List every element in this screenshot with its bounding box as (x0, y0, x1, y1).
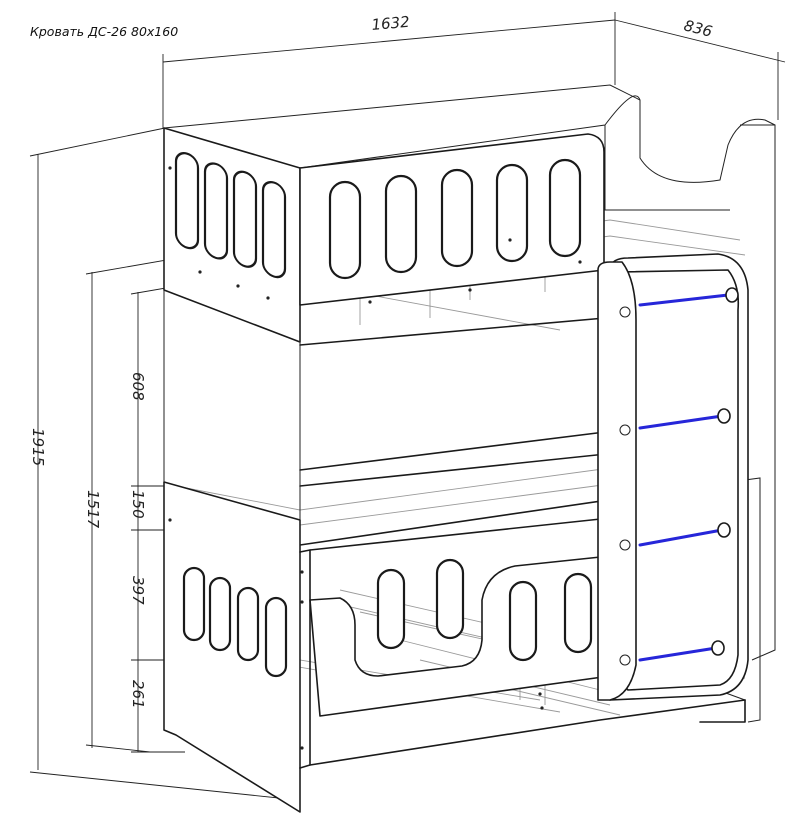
dim-lower-guard-label: 397 (129, 576, 147, 605)
dim-lower-clearance-label: 261 (129, 680, 147, 709)
front-lower-frame (299, 549, 746, 769)
dim-height-label: 1915 (29, 428, 47, 466)
front-upper-guard (299, 133, 605, 306)
dim-upper-guard-label: 608 (129, 372, 147, 401)
left-end-panel-lower (163, 128, 301, 813)
dim-width-label: 1632 (371, 13, 411, 34)
ladder (597, 253, 749, 701)
dim-upper-deck-label: 1517 (84, 490, 102, 529)
dim-depth-label: 836 (682, 16, 714, 40)
dim-deck-thickness-label: 150 (129, 490, 147, 519)
drawing-title: Кровать ДС-26 80х160 (30, 24, 179, 39)
hardware-dots (168, 166, 582, 750)
dimension-labels: 1632 836 1915 1517 608 150 397 261 (29, 13, 714, 709)
left-end-panel-upper (163, 127, 301, 343)
